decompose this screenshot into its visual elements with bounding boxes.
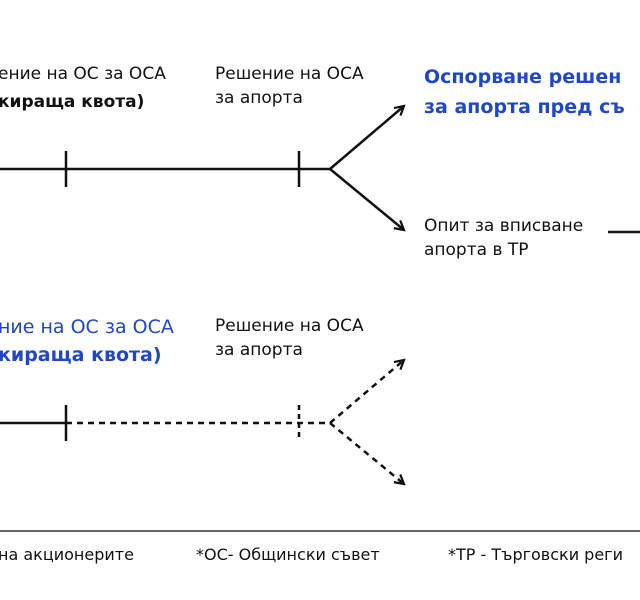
row1-branch-registration-line2: апорта в ТР xyxy=(424,240,529,260)
row1-decision-label-line1: ение на ОС за ОСА xyxy=(0,64,166,84)
row2-contribution-label-line1: Решение на ОСА xyxy=(215,316,364,336)
row2-decision-label-line1: ние на ОС за ОСА xyxy=(0,316,174,338)
row1-contribution-label-line2: за апорта xyxy=(215,88,303,108)
row1-branch-challenge-line1: Оспорване решен xyxy=(424,66,622,88)
row2-decision-label-line2: кираща квота) xyxy=(0,344,162,366)
row2-contribution-label-line2: за апорта xyxy=(215,340,303,360)
row2-branch-down-arrow xyxy=(329,422,404,484)
row1-branch-down-arrow xyxy=(329,168,404,230)
footer-note-shareholders: на акционерите xyxy=(0,545,134,564)
row1-contribution-label-line1: Решение на ОСА xyxy=(215,64,364,84)
row1-decision-label-line2: кираща квота) xyxy=(0,92,145,112)
row1-branch-up-arrow xyxy=(329,106,404,170)
row2-branch-up-arrow xyxy=(329,360,404,424)
row1-branch-challenge-line2: за апорта пред съ xyxy=(424,96,625,118)
footer-note-municipal-council: *ОС- Общински съвет xyxy=(196,545,380,564)
footer-note-trade-register: *ТР - Търговски реги xyxy=(448,545,623,564)
row1-branch-registration-line1: Опит за вписване xyxy=(424,216,584,236)
